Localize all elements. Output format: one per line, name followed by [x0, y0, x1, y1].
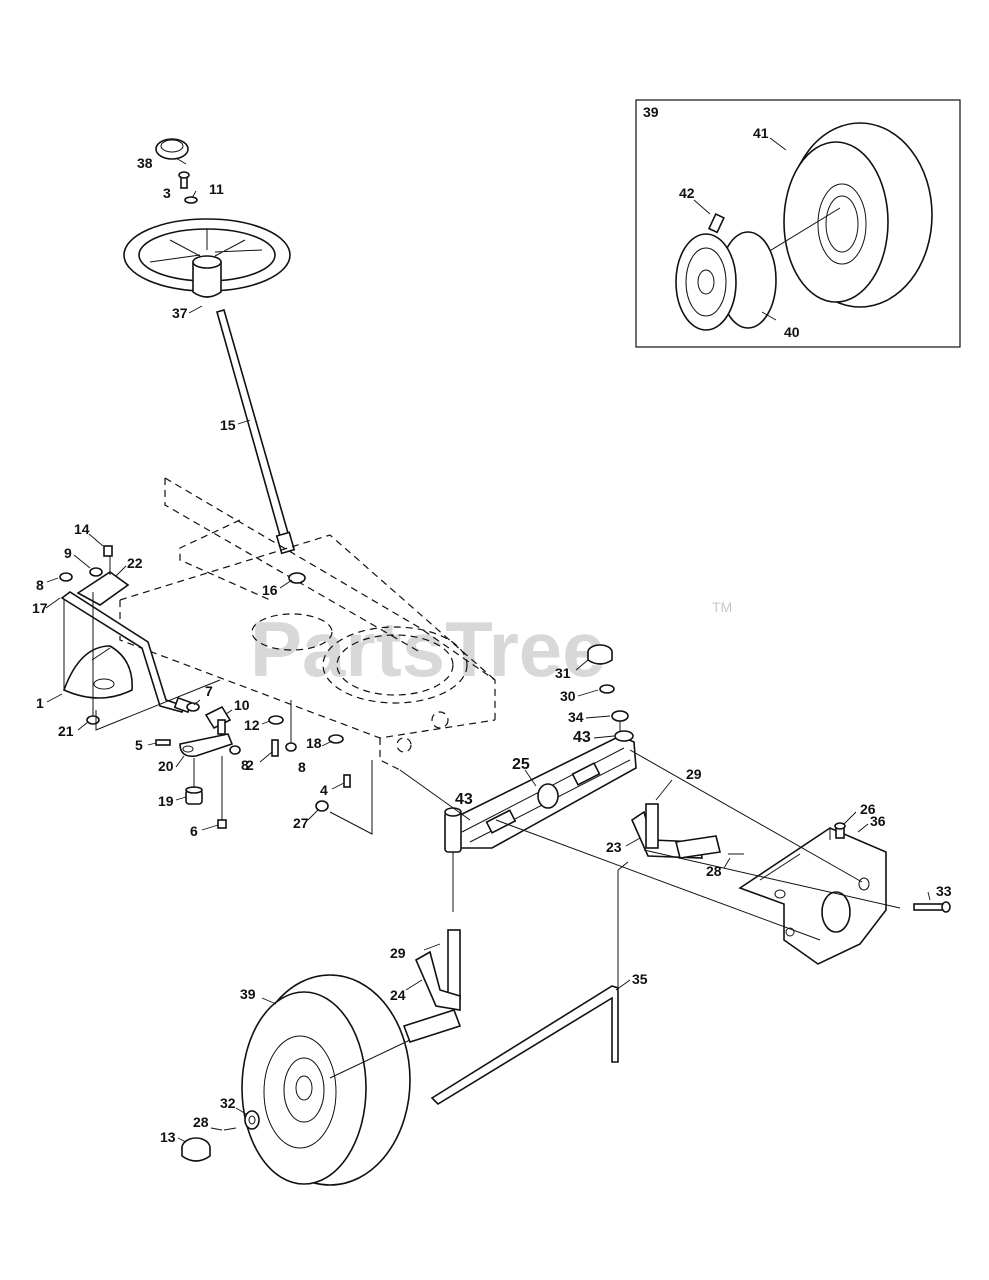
- front-axle: [444, 735, 637, 849]
- washer-32: [244, 1110, 260, 1130]
- hub-cap-13: [181, 1137, 211, 1162]
- bolt-14: [103, 545, 113, 557]
- callout-18: 18: [306, 735, 322, 751]
- nut-9: [89, 567, 103, 577]
- nut-8-mid: [229, 745, 241, 755]
- inset-wheel-detail: 39 41 42 40: [635, 99, 961, 348]
- callout-8-frame: 8: [298, 759, 306, 775]
- washer-21: [86, 715, 100, 725]
- washer-30: [599, 684, 615, 694]
- bolt-33: [913, 901, 951, 913]
- callout-4: 4: [320, 782, 328, 798]
- callout-22: 22: [127, 555, 143, 571]
- inset-valve-stem: [707, 212, 725, 234]
- callout-12: 12: [244, 717, 260, 733]
- callout-14: 14: [74, 521, 90, 537]
- bushing-16: [288, 572, 306, 584]
- nut-8-right: [285, 742, 297, 752]
- steering-arm-20: [179, 733, 234, 758]
- callout-25: 25: [512, 756, 530, 773]
- watermark-tm: TM: [712, 599, 732, 615]
- bushing-19: [185, 786, 203, 805]
- callout-41: 41: [753, 125, 769, 141]
- cap-31: [587, 644, 613, 665]
- callout-8-arm: 8: [241, 757, 249, 773]
- cotter-pin-28: [223, 1127, 237, 1131]
- callout-10: 10: [234, 697, 250, 713]
- steering-screw: [178, 171, 190, 189]
- steering-arm-pin-10: [204, 705, 232, 735]
- axle-bushing-43-right: [614, 730, 634, 742]
- bolt-2: [271, 739, 279, 757]
- washer-34: [611, 710, 629, 722]
- callout-36: 36: [870, 813, 886, 829]
- axle-bushing-43-left: [444, 807, 462, 853]
- steering-wheel-cap: [155, 138, 189, 160]
- callout-11: 11: [209, 181, 224, 197]
- bushing-7: [186, 702, 200, 712]
- washer-12: [268, 715, 284, 725]
- callout-35: 35: [632, 971, 648, 987]
- spacer-6: [217, 819, 227, 829]
- callout-17: 17: [32, 600, 48, 616]
- callout-6: 6: [190, 823, 198, 839]
- callout-1: 1: [36, 695, 44, 711]
- steering-washer: [184, 196, 198, 204]
- callout-29-right: 29: [686, 766, 702, 782]
- callout-43-left: 43: [455, 791, 473, 808]
- bolt-5: [155, 739, 171, 746]
- callout-21: 21: [58, 723, 74, 739]
- callout-26: 26: [860, 801, 876, 817]
- callout-15: 15: [220, 417, 236, 433]
- frame-outline: [119, 477, 496, 771]
- callout-3: 3: [163, 185, 171, 201]
- callout-2: 2: [246, 757, 254, 773]
- callout-7: 7: [205, 683, 213, 699]
- callout-37: 37: [172, 305, 188, 321]
- callout-23: 23: [606, 839, 622, 855]
- nut-8-left: [59, 572, 73, 582]
- callout-30: 30: [560, 688, 576, 704]
- inset-rim: [675, 207, 841, 331]
- inset-tire: [783, 122, 933, 308]
- callout-20: 20: [158, 758, 174, 774]
- washer-18: [328, 734, 344, 744]
- callout-32: 32: [220, 1095, 236, 1111]
- callout-16: 16: [262, 582, 278, 598]
- steering-gear-plate: [62, 645, 133, 699]
- inset-label: 39: [643, 104, 659, 120]
- callout-39: 39: [240, 986, 256, 1002]
- callout-19: 19: [158, 793, 174, 809]
- callout-40: 40: [784, 324, 800, 340]
- spindle-right-23: [630, 803, 721, 859]
- callout-9: 9: [64, 545, 72, 561]
- callout-5: 5: [135, 737, 143, 753]
- callout-42: 42: [679, 185, 695, 201]
- callout-24: 24: [390, 987, 406, 1003]
- watermark: PartsTree: [250, 605, 606, 693]
- callout-33: 33: [936, 883, 952, 899]
- callout-28-left: 28: [193, 1114, 209, 1130]
- front-wheel: [241, 974, 411, 1186]
- spindle-left-24: [402, 929, 462, 1043]
- callout-29-left: 29: [390, 945, 406, 961]
- nut-27: [315, 800, 329, 812]
- callout-43-right: 43: [573, 729, 591, 746]
- tie-rod-35: [430, 985, 619, 1106]
- callout-27: 27: [293, 815, 309, 831]
- steering-wheel: [123, 218, 291, 298]
- callout-38: 38: [137, 155, 153, 171]
- callout-13: 13: [160, 1129, 176, 1145]
- bolt-4: [343, 774, 351, 788]
- axle-bracket-36: [738, 827, 887, 965]
- callout-8-left: 8: [36, 577, 44, 593]
- callout-31: 31: [555, 665, 571, 681]
- callout-34: 34: [568, 709, 584, 725]
- bolt-26: [834, 822, 846, 839]
